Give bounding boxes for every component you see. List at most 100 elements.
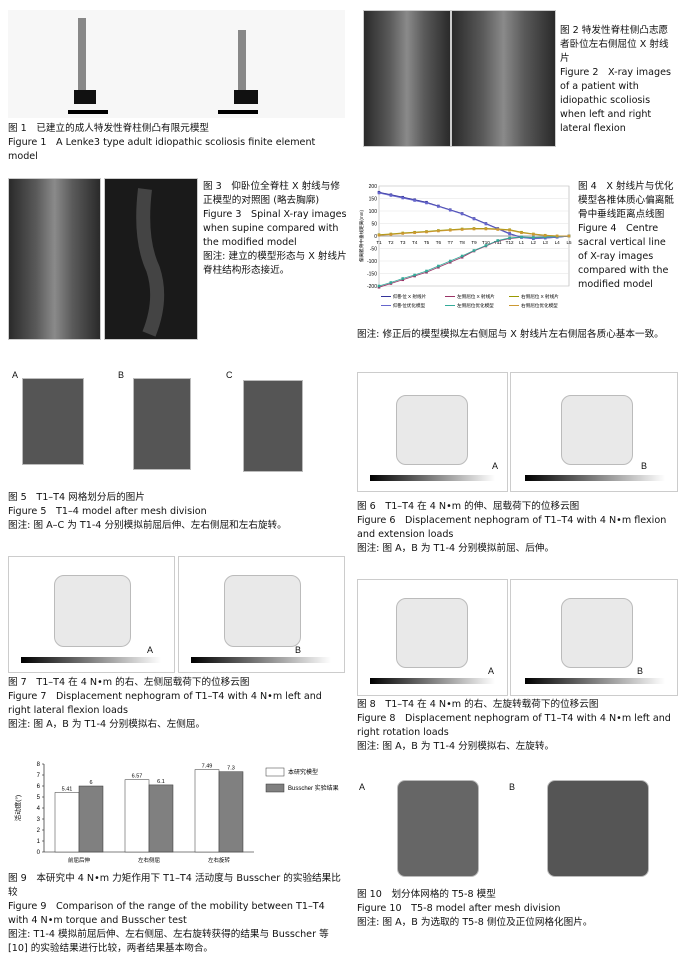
fig9-ytick-label: 8 — [37, 762, 41, 768]
figure-8-legend-b — [525, 678, 665, 684]
fig9-bar — [124, 779, 150, 853]
fig4-xtick-label: L4 — [555, 240, 561, 245]
fig9-bar — [148, 784, 174, 853]
figure-6-panel-b: B — [641, 461, 648, 471]
fig4-data-point — [448, 208, 452, 212]
figure-1-title-en: Figure 1 A Lenke3 type adult idiopathic … — [8, 137, 316, 162]
fig9-legend-label: Busscher 实验结果 — [288, 784, 339, 792]
figure-7-caption: 图 7 T1–T4 在 4 N•m 的右、左侧屈载荷下的位移云图 Figure … — [8, 676, 343, 732]
figure-7-panel-b: B — [295, 645, 302, 655]
fig4-xtick-label: T2 — [388, 240, 394, 245]
figure-2-xray-left — [363, 10, 451, 147]
fig4-legend-label: 左侧屈位优化模型 — [457, 302, 494, 309]
fig4-data-point — [520, 231, 523, 235]
fig4-data-point — [448, 259, 452, 263]
figure-3-note: 图注: 建立的模型形态与 X 射线片脊柱结构形态接近。 — [203, 251, 347, 276]
fig4-legend-label: 右侧屈位优化模型 — [521, 302, 558, 309]
figure-5-title-cn: 图 5 T1–T4 网格划分后的图片 — [8, 492, 145, 503]
fig4-xtick-label: L3 — [543, 240, 549, 245]
fig9-bar-value-label: 6 — [89, 780, 92, 786]
fig4-xtick-label: T11 — [494, 240, 502, 245]
figure-5-panel-a: A — [12, 370, 19, 380]
figure-5-panel-b: B — [118, 370, 125, 380]
fig4-data-point — [472, 227, 476, 231]
figure-7-model-a — [54, 575, 131, 647]
fig9-category-label: 左右侧屈 — [138, 856, 160, 864]
figure-7-legend-b — [191, 657, 331, 663]
figure-5-mesh-b — [133, 378, 191, 470]
figure-8-model-a — [396, 598, 468, 668]
figure-5-panel-c: C — [226, 370, 233, 380]
figure-1-title-cn: 图 1 已建立的成人特发性脊柱侧凸有限元模型 — [8, 123, 210, 134]
fig4-data-point — [508, 236, 511, 240]
figure-4-note: 图注: 修正后的模型模拟左右侧屈与 X 射线片左右侧屈各质心基本一致。 — [357, 329, 664, 340]
figure-6-caption: 图 6 T1–T4 在 4 N•m 的伸、屈载荷下的位移云图 Figure 6 … — [357, 500, 675, 556]
fig4-xtick-label: T8 — [459, 240, 465, 245]
figure-5-image: A B C — [8, 368, 338, 483]
figure-5-mesh-a — [22, 378, 84, 465]
figure-10-mesh-b — [547, 780, 649, 877]
fig9-ytick-label: 4 — [37, 806, 41, 812]
figure-1-image — [8, 10, 345, 118]
fig4-data-point — [377, 191, 381, 195]
figure-8-panel-a-image: A — [357, 579, 508, 696]
figure-8-panel-a: A — [488, 666, 495, 676]
figure-5-mesh-c — [243, 380, 303, 472]
figure-7-panel-a-image: A — [8, 556, 175, 673]
figure-10-title-cn: 图 10 划分体网格的 T5-8 模型 — [357, 889, 496, 900]
fig4-data-point — [437, 264, 440, 268]
figure-8-note: 图注: 图 A，B 为 T1-4 分别模拟右、左旋转。 — [357, 741, 555, 752]
fig4-data-point — [555, 234, 559, 238]
fig9-y-axis-label: 活动度(°) — [13, 795, 22, 821]
figure-3-caption: 图 3 仰卧位全脊柱 X 射线与修正模型的对照图 (略去胸廓) Figure 3… — [203, 180, 348, 278]
spine-model-silhouette — [136, 188, 165, 337]
figure-8-panel-b-image: B — [510, 579, 678, 696]
figure-10-mesh-a — [397, 780, 479, 877]
fig4-data-point — [389, 233, 393, 236]
fig4-data-point — [484, 244, 488, 247]
fig4-y-axis-label: 偏离骶骨中垂线距离(mm) — [358, 210, 365, 263]
fig4-legend-label: 左侧屈位 X 射线片 — [457, 293, 495, 300]
fig4-ytick-label: 50 — [371, 222, 377, 228]
fig9-category-label: 前屈后伸 — [68, 856, 91, 864]
fig4-data-point — [567, 234, 571, 238]
fig9-ytick-label: 6 — [37, 784, 41, 790]
fig9-legend-swatch — [265, 767, 285, 777]
fig4-data-point — [413, 199, 416, 202]
figure-7-panel-a: A — [147, 645, 154, 655]
fig4-ytick-label: 150 — [369, 197, 378, 203]
figure-6-legend-a — [370, 475, 495, 481]
fig4-xtick-label: T1 — [376, 240, 382, 245]
fig9-ytick-label: 3 — [37, 817, 41, 823]
figure-2-title-en: Figure 2 X-ray images of a patient with … — [560, 67, 672, 134]
fig9-bar — [218, 771, 244, 853]
figure-8-panel-b: B — [637, 666, 644, 676]
figure-2-caption: 图 2 特发性脊柱侧凸志愿者卧位左右侧屈位 X 射线片 Figure 2 X-r… — [560, 24, 676, 136]
fig4-data-point — [401, 196, 405, 200]
fig4-data-point — [448, 228, 452, 232]
fig4-data-point — [401, 232, 405, 235]
figure-7-title-en: Figure 7 Displacement nephogram of T1–T4… — [8, 691, 322, 716]
figure-3-title-cn: 图 3 仰卧位全脊柱 X 射线与修正模型的对照图 (略去胸廓) — [203, 181, 340, 206]
fig9-legend-swatch — [265, 783, 285, 793]
figure-3-xray — [8, 178, 101, 340]
fig4-data-point — [389, 194, 393, 197]
fig9-ytick-label: 1 — [37, 839, 41, 845]
figure-8-title-cn: 图 8 T1–T4 在 4 N•m 的右、左旋转载荷下的位移云图 — [357, 699, 599, 710]
figure-6-model-b — [561, 395, 633, 465]
fig9-category-label: 左右旋转 — [208, 856, 231, 864]
fig4-data-point — [520, 235, 523, 239]
figure-2-title-cn: 图 2 特发性脊柱侧凸志愿者卧位左右侧屈位 X 射线片 — [560, 25, 669, 64]
fig9-bar — [54, 792, 80, 853]
fig4-data-point — [460, 212, 464, 216]
fig9-bar-value-label: 7.49 — [202, 764, 213, 770]
fig4-ytick-label: 100 — [369, 209, 378, 215]
fig4-ytick-label: 200 — [369, 184, 378, 190]
figure-9-note: 图注: T1-4 模拟前屈后伸、左右侧屈、左右旋转获得的结果与 Busscher… — [8, 929, 329, 954]
fig4-data-point — [508, 228, 511, 232]
figure-9-title-cn: 图 9 本研究中 4 N•m 力矩作用下 T1–T4 活动度与 Busscher… — [8, 873, 341, 898]
figure-8-caption: 图 8 T1–T4 在 4 N•m 的右、左旋转载荷下的位移云图 Figure … — [357, 698, 675, 754]
fig9-bar — [194, 769, 220, 853]
fig4-xtick-label: L2 — [531, 240, 537, 245]
